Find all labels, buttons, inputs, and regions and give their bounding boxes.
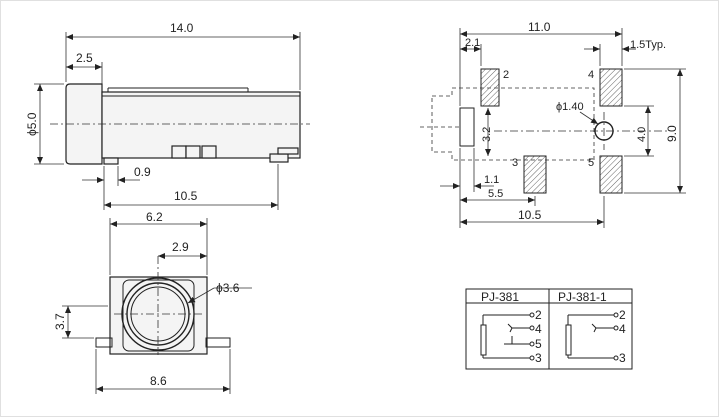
dim-pad-width: 1.5Typ. (630, 39, 666, 51)
pin-left-4: 4 (535, 322, 542, 336)
pin-right-2: 2 (619, 308, 626, 322)
schematic-table: PJ-381 PJ-381-1 2 4 5 3 (465, 288, 633, 370)
dim-tab-offset: 0.9 (134, 165, 151, 179)
pin-left-5: 5 (535, 337, 542, 351)
dim-hole-diameter: ϕ1.40 (556, 101, 584, 113)
side-view: 14.0 2.5 ϕ5.0 0.9 10.5 (25, 21, 310, 210)
side-body (101, 91, 301, 159)
pad-4 (599, 68, 623, 107)
footprint-view: 2 4 3 5 ϕ1.40 11.0 2.1 1.5Typ. 3.2 4.0 (420, 20, 686, 228)
model-pj-381-1: PJ-381-1 (558, 290, 607, 304)
front-housing (109, 276, 208, 355)
dim-front-width: 6.2 (146, 210, 163, 224)
schematic-pj-381-1: 2 4 3 (565, 308, 626, 365)
dim-overall-height: 9.0 (665, 125, 679, 142)
dim-hole-offset: 5.5 (488, 188, 503, 200)
pad-3 (523, 155, 547, 194)
model-pj-381: PJ-381 (481, 290, 519, 304)
dim-pad-gap-right: 4.0 (636, 127, 648, 142)
pin-left-2: 2 (535, 308, 542, 322)
dim-small-offset: 1.1 (484, 174, 499, 186)
pin-right-3: 3 (619, 351, 626, 365)
pad-label-2: 2 (503, 69, 509, 81)
dim-foot-span: 8.6 (150, 374, 167, 388)
pad-label-5: 5 (588, 157, 594, 169)
dim-front-height: 3.7 (53, 313, 67, 330)
dim-pad-offset: 2.1 (465, 37, 480, 49)
pin-left-3: 3 (535, 351, 542, 365)
dim-overall-length: 14.0 (170, 21, 194, 35)
front-view: 6.2 2.9 ϕ3.6 3.7 8.6 (53, 210, 252, 394)
dim-total-length: 10.5 (518, 208, 542, 222)
pin-right-4: 4 (619, 322, 626, 336)
schematic-pj-381: 2 4 5 3 (480, 308, 542, 365)
dim-pad-span: 11.0 (528, 20, 551, 34)
dim-diameter: ϕ5.0 (25, 112, 39, 136)
dim-pad-gap-left: 3.2 (481, 127, 493, 142)
dim-body-length: 10.5 (174, 189, 198, 203)
pad-2 (480, 68, 500, 107)
pad-label-3: 3 (512, 157, 518, 169)
dim-bore-diameter: ϕ3.6 (216, 281, 240, 295)
dim-flange-width: 2.5 (76, 51, 93, 65)
pad-5 (599, 155, 623, 194)
dim-center-offset: 2.9 (172, 240, 189, 254)
pad-label-4: 4 (588, 69, 594, 81)
